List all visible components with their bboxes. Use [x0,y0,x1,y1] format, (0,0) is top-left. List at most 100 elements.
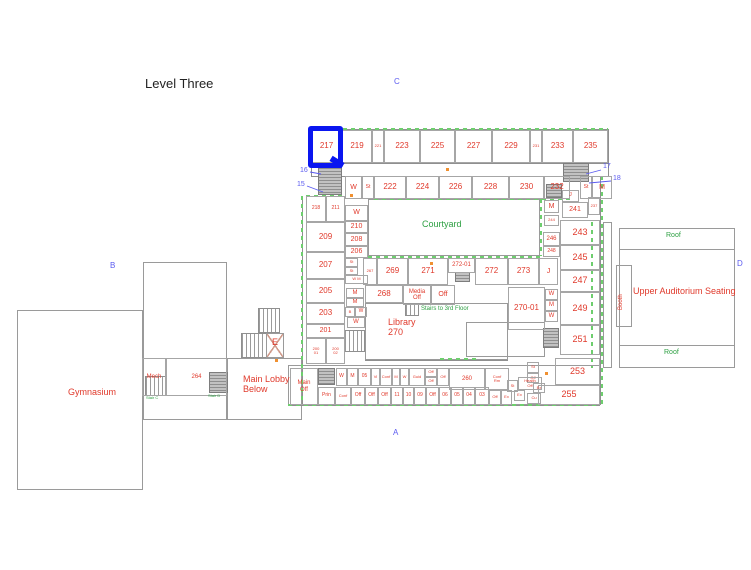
room-w: W [355,307,367,317]
exterior-dashed-wall [311,128,608,130]
room-225: 225 [420,130,455,163]
label-e: E [272,337,279,347]
room-off: Off [426,387,439,405]
area-outline [619,228,735,250]
room-health-off: Health Off [518,377,542,390]
room-244: 244 [544,215,559,226]
room-255: 255 [538,385,600,405]
room-w: W [347,317,365,328]
room-09: 09 [414,387,426,405]
room-260: 260 [449,368,485,390]
room-st: St [580,176,592,199]
exterior-dashed-wall [601,176,603,405]
room-201: 201 [306,324,345,338]
door-marker [350,194,353,197]
exterior-dashed-wall [591,222,593,368]
room-211: 211 [326,196,345,222]
room-223: 223 [384,130,420,163]
room-06: 06 [439,387,451,405]
room-off: Off [425,377,437,386]
room-prin: Prin [318,387,335,405]
label-18: 18 [613,175,621,182]
room-w: W [545,311,558,322]
room-off: Off [437,368,449,386]
stair [318,368,335,385]
room-231: 231 [530,130,542,163]
label-16: 16 [300,167,308,174]
room-209: 209 [306,222,345,252]
stair [543,328,559,348]
stair [455,272,470,282]
room-11: 11 [391,387,403,405]
room-w: W [345,176,362,199]
room-off: Off [365,387,378,405]
room-248: 248 [543,246,560,257]
room-203: 203 [306,303,345,324]
room-235: 235 [573,130,608,163]
wall-line [365,360,508,361]
room-m: M [392,368,400,386]
room-230: 230 [509,176,544,199]
label-15: 15 [297,181,305,188]
room-m: M [346,288,364,298]
label-library: Library 270 [388,317,416,337]
room-243: 243 [560,220,600,245]
room-241: 241 [562,202,588,218]
room-219: 219 [342,130,372,163]
room-273: 273 [508,258,539,285]
room-05: 05 [358,368,371,386]
label-roof: Roof [666,232,681,239]
room-conf: Conf [335,387,351,405]
area-outline [603,222,612,368]
room-w-m: W M [345,275,368,284]
room-270-01: 270-01 [508,287,545,330]
label-stair-d: Stair D [208,393,221,398]
label-c: C [394,77,400,86]
door-marker [430,262,433,265]
label-17: 17 [603,163,611,170]
room-cu: Cu [527,393,541,404]
room-m: M [346,298,364,307]
wall-line [600,176,601,405]
room-off: Off [425,368,437,377]
room-210: 210 [345,221,368,233]
room-10: 10 [403,387,414,405]
label-gymnasium: Gymnasium [68,387,117,397]
highlight-room-217 [308,126,343,168]
room-267: 267 [363,258,377,285]
label-stair-c: Stair C [146,395,159,400]
label-roof: Roof [664,349,679,356]
room-229: 229 [492,130,530,163]
room-conf: Conf [380,368,392,386]
label-main-lobby: Main Lobby Below [243,374,290,394]
room-off: Off [378,387,391,405]
area-outline [17,310,143,490]
door-marker [545,372,548,375]
area-outline [143,262,227,420]
room-221: 221 [372,130,384,163]
room-269: 269 [377,258,408,285]
room-272: 272 [475,258,508,285]
label-stairs-to-3rd-floor: Stairs to 3rd Floor [421,306,469,312]
room-268: 268 [365,285,403,303]
room-st: St [507,380,518,392]
room-251: 251 [560,325,600,355]
room-j: J [539,258,558,285]
room-03: 03 [475,387,489,405]
stair [209,372,228,393]
room-208: 208 [345,233,368,246]
room-253: 253 [555,358,600,385]
label-booth: Booth [618,294,624,310]
stair [258,308,280,333]
room-mech: Mech [142,358,166,396]
room-224: 224 [406,176,439,199]
exterior-dashed-wall [301,196,303,405]
room-st: St [527,362,539,373]
room-st: St [362,176,374,199]
room-200-02: 200 02 [326,338,345,364]
area-outline [616,265,632,327]
room-st: St [345,258,358,267]
room-m: M [545,300,558,311]
label-b: B [110,261,116,270]
